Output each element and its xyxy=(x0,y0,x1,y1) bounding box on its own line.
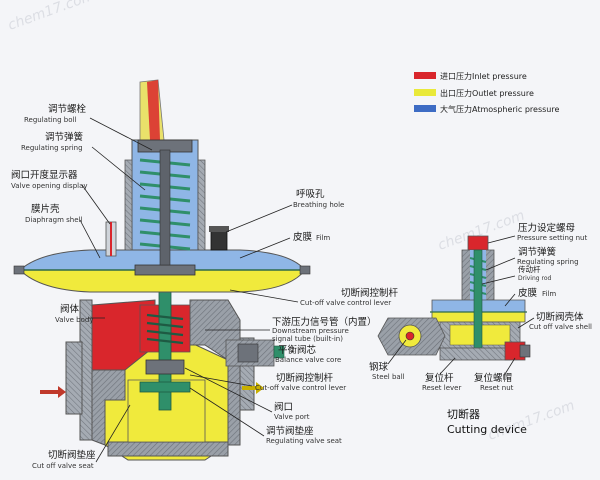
svg-text:出口压力Outlet pressure: 出口压力Outlet pressure xyxy=(440,88,534,98)
legend-swatch-outlet xyxy=(414,89,436,96)
svg-text:Cut-off valve control lever: Cut-off valve control lever xyxy=(300,299,391,307)
svg-text:皮膜: 皮膜 xyxy=(293,231,313,243)
svg-text:Film: Film xyxy=(542,290,556,298)
outlet-flow-arrow-head xyxy=(256,382,264,394)
svg-text:Balance valve core: Balance valve core xyxy=(275,356,341,364)
cutting-device-section xyxy=(377,235,531,361)
svg-text:Regulating spring: Regulating spring xyxy=(517,258,579,266)
svg-text:Reset nut: Reset nut xyxy=(480,384,514,392)
label-valve-body: 阀体 Valve body xyxy=(55,303,105,324)
svg-text:切断阀壳体: 切断阀壳体 xyxy=(536,311,584,323)
svg-text:复位螺帽: 复位螺帽 xyxy=(474,372,512,384)
svg-text:Valve body: Valve body xyxy=(55,316,93,324)
legend-swatch-atmospheric xyxy=(414,105,436,112)
svg-text:切断阀控制杆: 切断阀控制杆 xyxy=(276,372,334,384)
svg-text:Regulating spring: Regulating spring xyxy=(21,144,83,152)
watermark: chem17.com xyxy=(486,398,577,444)
label-driving-rod: 传动杆 Driving rod xyxy=(481,264,551,285)
svg-text:阀体: 阀体 xyxy=(60,303,80,315)
svg-text:下游压力信号管（内置）: 下游压力信号管（内置） xyxy=(272,316,377,328)
svg-text:大气压力Atmospheric pressure: 大气压力Atmospheric pressure xyxy=(440,104,559,114)
svg-text:Diaphragm shell: Diaphragm shell xyxy=(25,216,82,224)
svg-text:Cut off valve seat: Cut off valve seat xyxy=(32,462,94,470)
svg-text:Driving rod: Driving rod xyxy=(518,275,551,282)
regulator-cross-section xyxy=(13,79,311,461)
label-diaphragm-shell: 膜片壳 Diaphragm shell xyxy=(25,203,101,259)
label-cutoff-valve-shell: 切断阀壳体 Cut off valve shell xyxy=(517,311,592,331)
svg-text:Regulating valve seat: Regulating valve seat xyxy=(266,437,342,445)
svg-text:Pressure setting nut: Pressure setting nut xyxy=(517,234,587,242)
label-valve-opening-display: 阀口开度显示器 Valve opening display xyxy=(11,169,111,225)
svg-text:Cut off valve shell: Cut off valve shell xyxy=(529,323,592,331)
svg-text:Valve opening display: Valve opening display xyxy=(11,182,88,190)
label-reset-nut: 复位螺帽 Reset nut xyxy=(474,357,516,392)
label-breathing-hole: 呼吸孔 Breathing hole xyxy=(225,189,344,233)
svg-text:Valve port: Valve port xyxy=(274,413,310,421)
svg-text:Film: Film xyxy=(316,234,330,242)
svg-text:Regulating boll: Regulating boll xyxy=(24,116,76,124)
svg-text:signal tube (built-in): signal tube (built-in) xyxy=(272,335,343,343)
watermark: chem17.com xyxy=(6,0,97,34)
svg-text:传动杆: 传动杆 xyxy=(518,264,541,274)
legend-swatch-inlet xyxy=(414,72,436,79)
label-reset-lever: 复位杆 Reset lever xyxy=(422,357,461,392)
label-cutoff-control-lever: 切断阀控制杆 Cut-off valve control lever xyxy=(189,372,346,392)
svg-text:Cutting device: Cutting device xyxy=(447,423,527,436)
svg-text:Reset lever: Reset lever xyxy=(422,384,461,392)
label-downstream-tube: 下游压力信号管（内置） Downstream pressure signal t… xyxy=(205,316,377,343)
svg-text:Cut-off valve control lever: Cut-off valve control lever xyxy=(255,384,346,392)
svg-text:压力设定螺母: 压力设定螺母 xyxy=(518,222,575,234)
label-regulating-valve-seat: 调节阀垫座 Regulating valve seat xyxy=(189,387,342,445)
svg-text:切断阀控制杆: 切断阀控制杆 xyxy=(341,287,399,299)
label-cutoff-valve-seat: 切断阀垫座 Cut off valve seat xyxy=(32,404,131,470)
svg-text:调节螺栓: 调节螺栓 xyxy=(48,103,87,115)
svg-text:呼吸孔: 呼吸孔 xyxy=(296,189,325,200)
label-cut-film: 皮膜 Film xyxy=(504,287,556,307)
cutting-device-title: 切断器 Cutting device xyxy=(447,407,527,436)
label-cut-regulating-spring: 调节弹簧 Regulating spring xyxy=(485,246,579,271)
svg-text:调节弹簧: 调节弹簧 xyxy=(45,131,84,143)
label-film: 皮膜 Film xyxy=(239,231,330,259)
svg-text:切断器: 切断器 xyxy=(447,407,480,421)
svg-text:阀口: 阀口 xyxy=(274,401,293,413)
inlet-flow-arrow-head xyxy=(58,386,66,398)
label-cutoff-control-lever-top: 切断阀控制杆 Cut-off valve control lever xyxy=(229,287,399,307)
svg-text:调节弹簧: 调节弹簧 xyxy=(518,246,557,258)
label-balance-valve-core: 平衡阀芯 Balance valve core xyxy=(275,344,341,364)
svg-text:复位杆: 复位杆 xyxy=(425,372,454,384)
svg-text:切断阀垫座: 切断阀垫座 xyxy=(48,449,96,461)
svg-text:Steel ball: Steel ball xyxy=(372,373,405,381)
label-valve-port: 阀口 Valve port xyxy=(184,367,310,421)
svg-text:钢球: 钢球 xyxy=(369,361,389,373)
svg-text:皮膜: 皮膜 xyxy=(518,287,538,299)
svg-text:平衡阀芯: 平衡阀芯 xyxy=(278,344,317,356)
label-regulating-bolt: 调节螺栓 Regulating boll xyxy=(24,103,153,151)
svg-text:Downstream pressure: Downstream pressure xyxy=(272,327,349,335)
legend: 进口压力Inlet pressure 出口压力Outlet pressure 大… xyxy=(414,71,559,114)
label-steel-ball: 钢球 Steel ball xyxy=(369,339,407,381)
svg-text:进口压力Inlet pressure: 进口压力Inlet pressure xyxy=(440,71,527,81)
svg-text:调节阀垫座: 调节阀垫座 xyxy=(266,425,314,437)
label-pressure-setting-nut: 压力设定螺母 Pressure setting nut xyxy=(487,222,587,244)
svg-text:阀口开度显示器: 阀口开度显示器 xyxy=(11,169,78,181)
svg-text:膜片壳: 膜片壳 xyxy=(31,203,60,215)
label-regulating-spring: 调节弹簧 Regulating spring xyxy=(21,131,146,191)
svg-text:Breathing hole: Breathing hole xyxy=(293,201,344,209)
